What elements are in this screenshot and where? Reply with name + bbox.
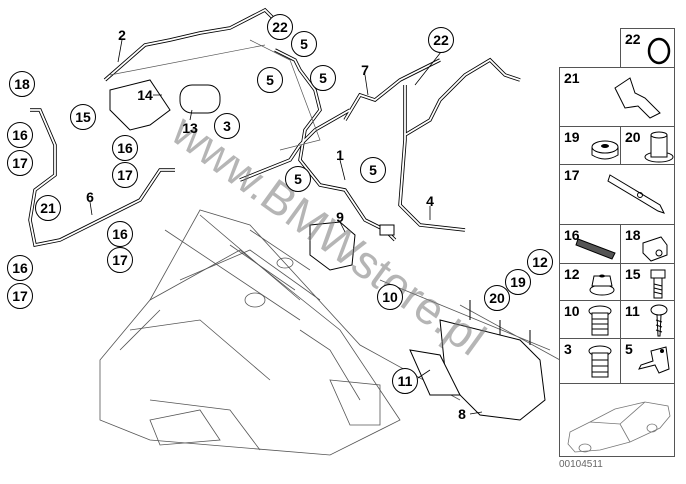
part-cell-18[interactable]: 18 <box>620 224 675 264</box>
part-number: 20 <box>625 129 641 145</box>
part-label-14[interactable]: 14 <box>137 87 153 103</box>
part-cell-11[interactable]: 11 <box>620 300 675 339</box>
part-number: 17 <box>564 167 580 183</box>
part-number: 19 <box>564 129 580 145</box>
hex-nut-icon <box>589 274 615 296</box>
part-number: 3 <box>564 341 572 357</box>
hose-clamp-icon <box>647 37 671 65</box>
callout-5[interactable]: 5 <box>257 67 283 93</box>
callout-21[interactable]: 21 <box>35 195 61 221</box>
part-label-13[interactable]: 13 <box>182 120 198 136</box>
part-cell-10[interactable]: 10 <box>559 300 621 339</box>
part-cell-16[interactable]: 16 <box>559 224 621 264</box>
callout-17[interactable]: 17 <box>7 283 33 309</box>
part-number: 12 <box>564 266 580 282</box>
callout-5[interactable]: 5 <box>360 157 386 183</box>
callout-5[interactable]: 5 <box>310 65 336 91</box>
callout-22[interactable]: 22 <box>267 14 293 40</box>
callout-20[interactable]: 20 <box>484 285 510 311</box>
callout-10[interactable]: 10 <box>377 284 403 310</box>
callout-17[interactable]: 17 <box>107 247 133 273</box>
callout-17[interactable]: 17 <box>7 150 33 176</box>
part-cell-3[interactable]: 3 <box>559 338 621 384</box>
part-cell-19[interactable]: 19 <box>559 126 621 165</box>
callout-5[interactable]: 5 <box>291 31 317 57</box>
grommet-icon <box>591 140 619 160</box>
valve-part <box>309 221 395 271</box>
part-label-7[interactable]: 7 <box>361 62 369 78</box>
part-label-1[interactable]: 1 <box>336 147 344 163</box>
plug-icon <box>588 345 612 378</box>
callout-16[interactable]: 16 <box>107 221 133 247</box>
part-number: 15 <box>625 266 641 282</box>
fuel-tank-sketch <box>99 209 561 456</box>
part-label-2[interactable]: 2 <box>118 27 126 43</box>
clip-icon <box>614 77 661 119</box>
part-cell-car[interactable] <box>559 383 675 457</box>
callout-19[interactable]: 19 <box>505 269 531 295</box>
part-label-6[interactable]: 6 <box>86 189 94 205</box>
part-label-4[interactable]: 4 <box>426 193 434 209</box>
callout-15[interactable]: 15 <box>70 104 96 130</box>
callout-16[interactable]: 16 <box>7 255 33 281</box>
callout-16[interactable]: 16 <box>7 122 33 148</box>
part-cell-17[interactable]: 17 <box>559 164 675 225</box>
part-number: 16 <box>564 227 580 243</box>
diagram-code: 00104511 <box>559 459 603 470</box>
hose-clip-icon <box>638 346 670 374</box>
part-cell-15[interactable]: 15 <box>620 263 675 301</box>
part-label-8[interactable]: 8 <box>458 406 466 422</box>
callout-22[interactable]: 22 <box>428 27 454 53</box>
leader-lines <box>89 39 483 415</box>
part-cell-12[interactable]: 12 <box>559 263 621 301</box>
plug-icon <box>588 305 612 336</box>
part-number: 5 <box>625 341 633 357</box>
car-icon <box>567 401 671 453</box>
callout-3[interactable]: 3 <box>214 113 240 139</box>
filter-part <box>109 39 321 151</box>
callout-5[interactable]: 5 <box>285 166 311 192</box>
hex-bolt-icon <box>650 269 666 299</box>
pipe-clip-icon <box>575 238 616 260</box>
part-number: 11 <box>625 303 640 319</box>
part-number: 10 <box>564 303 580 319</box>
clip-nut-icon <box>642 236 668 262</box>
part-number: 18 <box>625 227 641 243</box>
callout-17[interactable]: 17 <box>112 162 138 188</box>
callout-18[interactable]: 18 <box>9 71 35 97</box>
bushing-icon <box>644 131 674 163</box>
canister-part <box>409 300 546 421</box>
part-number: 21 <box>564 70 580 86</box>
part-cell-21[interactable]: 21 <box>559 67 675 127</box>
part-number: 22 <box>625 31 641 47</box>
part-cell-20[interactable]: 20 <box>620 126 675 165</box>
callout-16[interactable]: 16 <box>112 135 138 161</box>
part-label-9[interactable]: 9 <box>336 209 344 225</box>
screw-icon <box>650 304 668 337</box>
part-cell-5[interactable]: 5 <box>620 338 675 384</box>
callout-11[interactable]: 11 <box>392 368 418 394</box>
part-cell-22[interactable]: 22 <box>620 28 675 68</box>
callout-12[interactable]: 12 <box>527 249 553 275</box>
bracket-icon <box>607 174 665 214</box>
